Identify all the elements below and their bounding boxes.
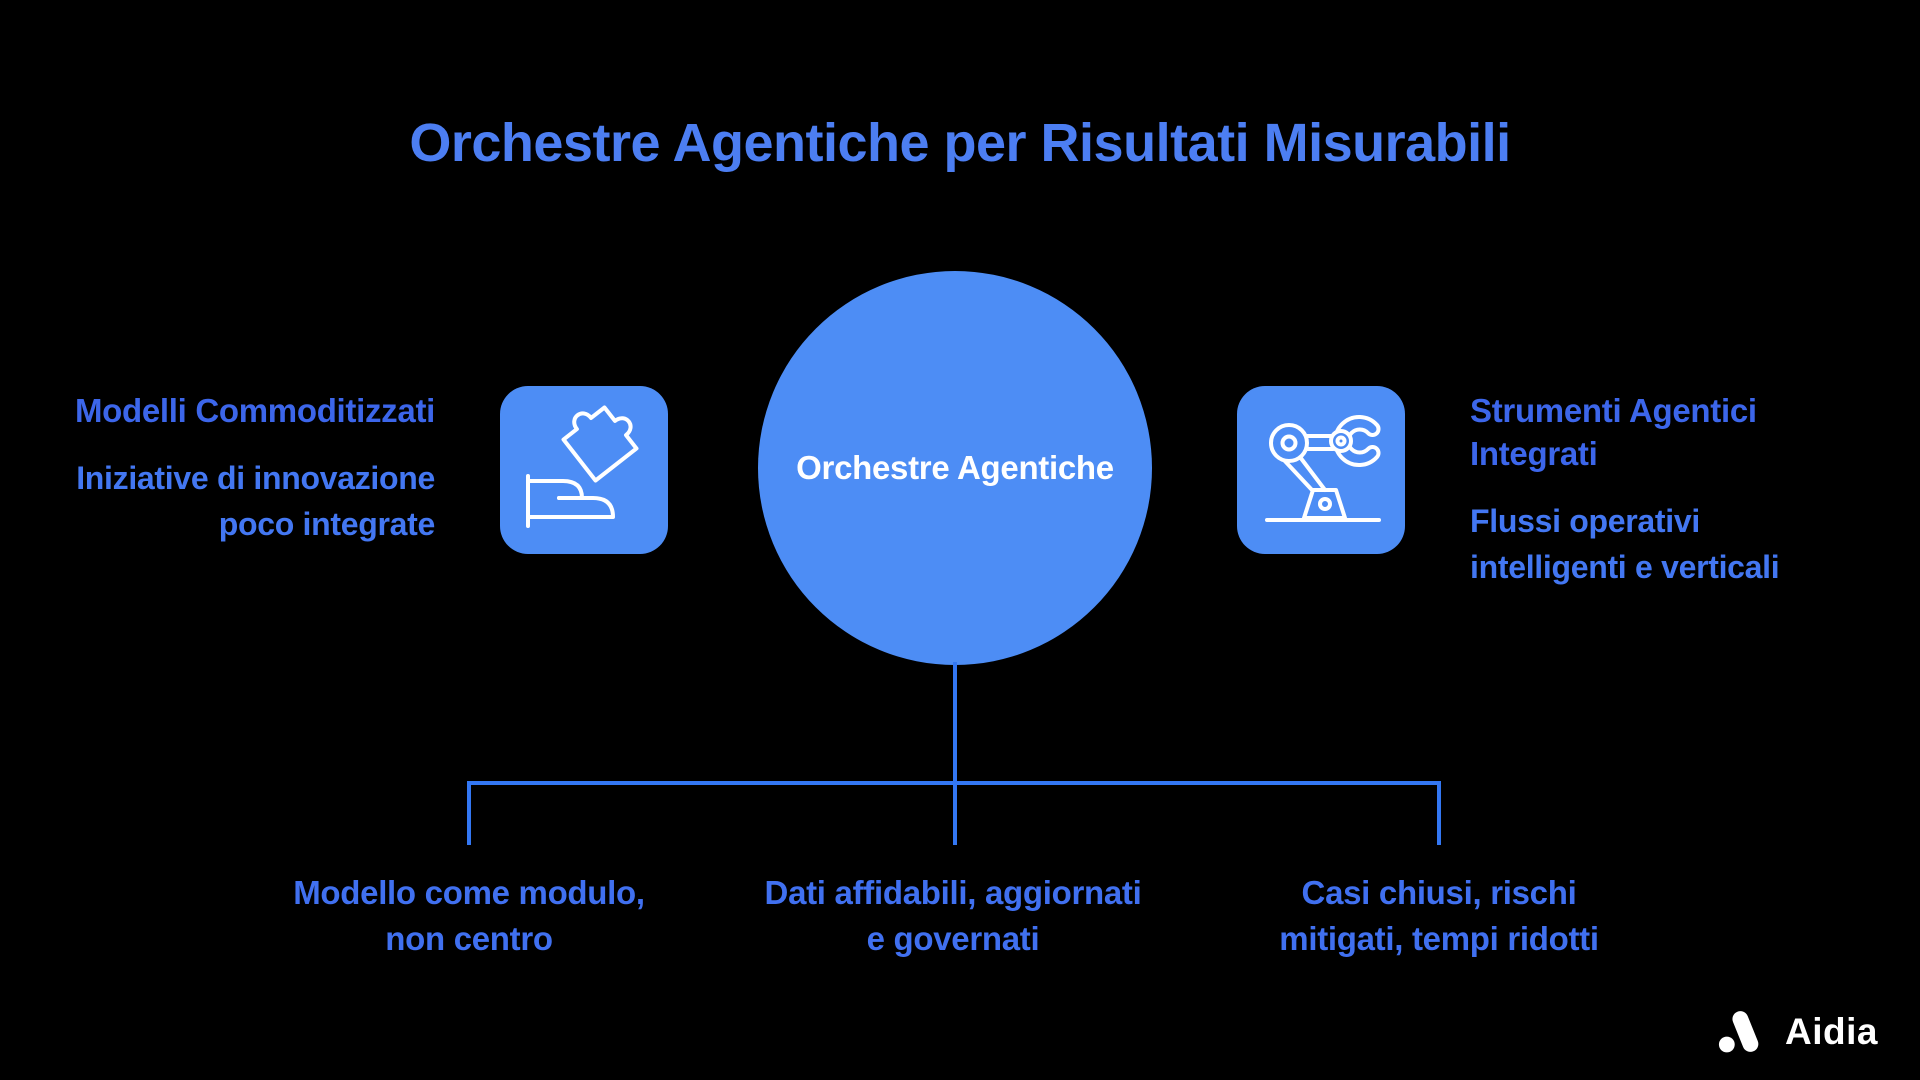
page-title: Orchestre Agentiche per Risultati Misura…	[409, 113, 1511, 173]
center-node: Orchestre Agentiche	[758, 271, 1152, 665]
left-node-heading: Modelli Commoditizzati	[74, 392, 435, 429]
center-node-label: Orchestre Agentiche	[796, 449, 1114, 486]
aidia-logo-mark-icon	[1718, 1011, 1759, 1053]
outcome-label-2: Dati affidabili, aggiornati e governati	[764, 874, 1142, 957]
connector-drop-left	[467, 781, 471, 845]
brand-logo: Aidia	[1718, 1009, 1878, 1054]
left-node-description: Iniziative di innovazione poco integrate	[76, 459, 435, 542]
right-node-text: Strumenti Agentici Integrati Flussi oper…	[1470, 390, 1780, 590]
puzzle-piece-shape	[561, 405, 639, 483]
left-node-icon-card	[500, 386, 668, 554]
connector-stem	[953, 662, 957, 845]
hand-puzzle-icon	[526, 405, 639, 528]
robot-arm-icon	[1265, 415, 1381, 522]
right-node-description: Flussi operativi intelligenti e vertical…	[1470, 502, 1780, 585]
hand-shape	[526, 474, 615, 528]
right-node-heading: Strumenti Agentici Integrati	[1470, 392, 1757, 472]
connector-drop-right	[1437, 781, 1441, 845]
outcome-label-3: Casi chiusi, rischi mitigati, tempi rido…	[1279, 874, 1599, 957]
left-node-text: Modelli Commoditizzati Iniziative di inn…	[75, 390, 435, 547]
connector-branch	[467, 781, 1441, 785]
right-node-icon-card	[1237, 386, 1405, 554]
outcome-label-1: Modello come modulo, non centro	[293, 874, 645, 957]
brand-name: Aidia	[1785, 1010, 1878, 1052]
